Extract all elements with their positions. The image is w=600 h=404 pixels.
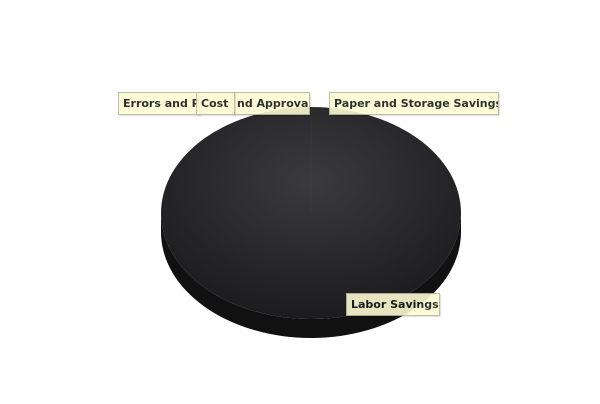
label-errors: Errors and P bbox=[118, 92, 200, 115]
label-cost: Cost bbox=[196, 92, 235, 115]
label-labor: Labor Savings bbox=[346, 293, 440, 316]
label-approval: nd Approval bbox=[232, 92, 310, 115]
label-paper-storage: Paper and Storage Savings bbox=[329, 92, 499, 115]
